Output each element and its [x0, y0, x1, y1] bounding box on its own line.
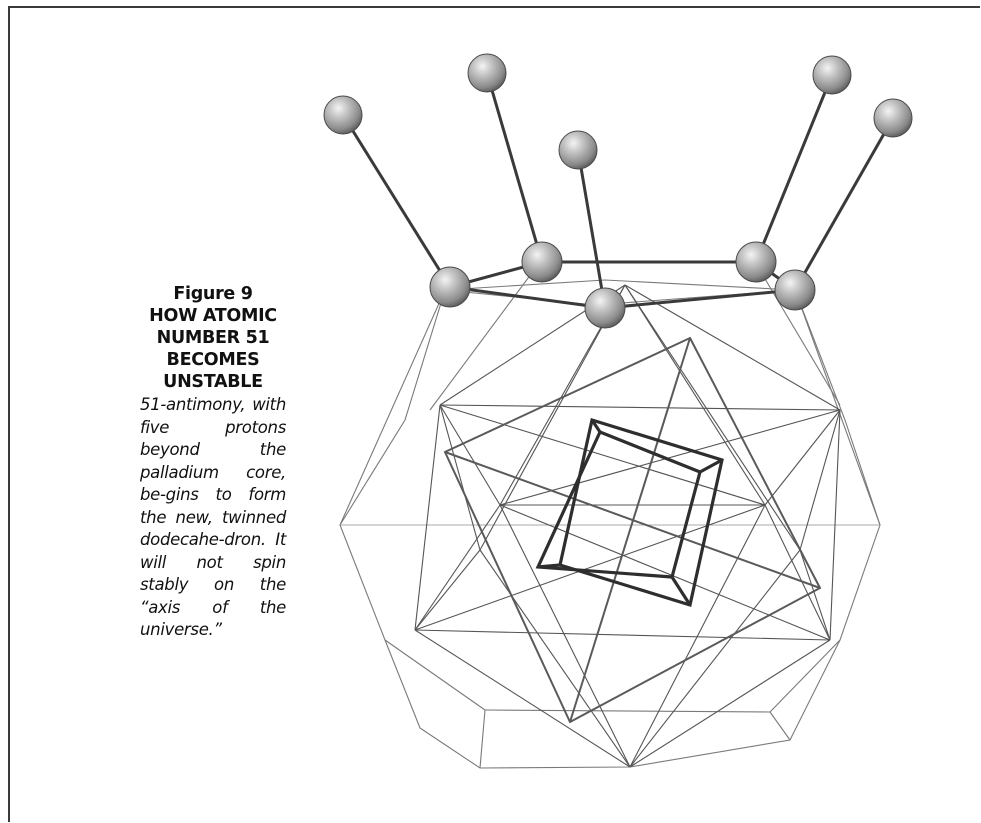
- cube: [538, 420, 722, 605]
- outer-proton-sphere: [813, 56, 851, 94]
- outer-proton-sphere: [468, 54, 506, 92]
- ring-sphere: [522, 242, 562, 282]
- outer-dodecahedron: [340, 262, 880, 768]
- octahedron: [445, 338, 820, 722]
- ring-sphere: [585, 288, 625, 328]
- ring-sphere: [430, 267, 470, 307]
- outer-proton-sphere: [874, 99, 912, 137]
- outer-proton-sphere: [559, 131, 597, 169]
- ring-sphere: [775, 270, 815, 310]
- ring-sphere: [736, 242, 776, 282]
- proton-ring-connections: [343, 73, 893, 308]
- outer-proton-sphere: [324, 96, 362, 134]
